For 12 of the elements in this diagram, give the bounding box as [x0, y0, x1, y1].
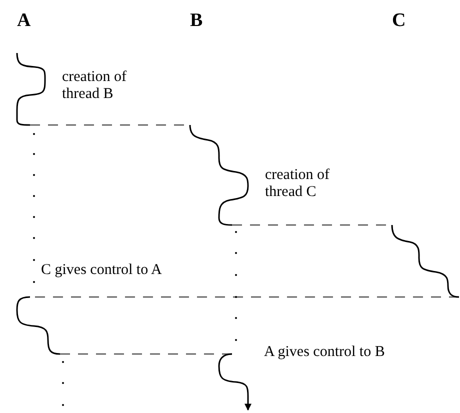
event-label: creation of thread B: [62, 69, 128, 103]
execution-wave: [16, 52, 46, 126]
event-label: A gives control to B: [264, 344, 385, 361]
execution-wave-arrow: [218, 353, 252, 411]
event-label: creation of thread C: [265, 167, 331, 201]
thread-heading: C: [392, 11, 406, 31]
event-label: C gives control to A: [41, 262, 162, 279]
thread-heading: A: [17, 11, 31, 31]
execution-wave: [391, 224, 460, 298]
thread-heading: B: [190, 11, 203, 31]
execution-wave: [16, 296, 60, 355]
execution-wave: [189, 124, 249, 226]
